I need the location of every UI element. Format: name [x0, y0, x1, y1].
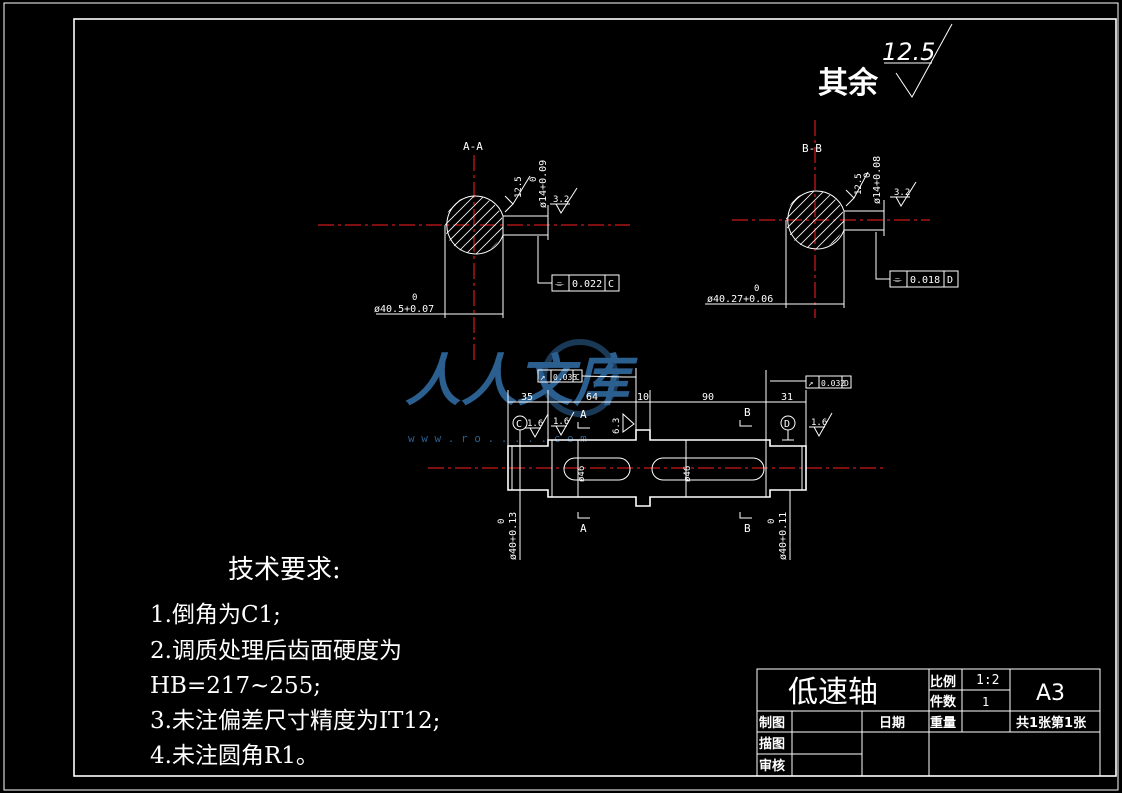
rough-3: 6.3: [612, 418, 622, 434]
tech-req-item-3: HB=217~255;: [150, 673, 321, 699]
tech-req-item-4: 3.未注偏差尺寸精度为IT12;: [150, 708, 440, 734]
runout-left-tol: 0.035: [553, 373, 577, 382]
runout-left-datum: C: [575, 373, 580, 382]
dim-35: 35: [521, 392, 533, 403]
section-bb-label: B-B: [802, 142, 822, 155]
sheet-size: A3: [1036, 681, 1065, 706]
drawn-label: 制图: [759, 715, 785, 731]
cut-b-bottom: B: [744, 522, 751, 535]
datum-d: D: [784, 419, 790, 430]
section-aa-sym-tol: 0.022: [572, 279, 602, 290]
checked-label: 审核: [759, 758, 785, 774]
section-aa: A-A 0 ø40.5+0.07 0 ø14+0.09 12.5 3.2: [318, 140, 630, 362]
dim-64: 64: [586, 392, 598, 403]
section-aa-key-zero: 0: [529, 177, 539, 182]
rough-1: 1.6: [527, 419, 543, 429]
weight-label: 重量: [930, 715, 956, 731]
section-aa-sym-datum: C: [608, 279, 614, 290]
runout-right-datum: D: [844, 379, 849, 388]
surface-note-value: 12.5: [882, 38, 935, 66]
section-bb-sym-datum: D: [947, 275, 953, 286]
traced-label: 描图: [759, 736, 785, 752]
cut-a-top: A: [580, 408, 587, 421]
section-bb: B-B 0 ø40.27+0.06 0 ø14+0.08 12.5 3.2: [705, 120, 959, 318]
qty-value: 1: [982, 695, 989, 709]
section-bb-key-zero: 0: [863, 173, 873, 178]
cut-a-bottom: A: [580, 522, 587, 535]
shaft-main-view: 35 64 10 90 31 ↗ 0.035 C ↗ 0.032 D C D 1…: [428, 368, 885, 560]
tech-req-title: 技术要求:: [228, 555, 341, 585]
section-aa-key-dim: ø14+0.09: [538, 160, 549, 208]
section-bb-key-dim: ø14+0.08: [872, 156, 883, 204]
sheet-count: 共1张第1张: [1016, 715, 1087, 731]
tech-req-item-2: 2.调质处理后齿面硬度为: [150, 638, 402, 664]
outer-border: [3, 2, 1119, 791]
cut-b-top: B: [744, 406, 751, 419]
dim-90: 90: [702, 392, 714, 403]
section-aa-rough-key: 12.5: [514, 176, 524, 198]
watermark-text: 人人文库: [405, 349, 638, 414]
svg-text:↗: ↗: [540, 373, 545, 383]
section-aa-sym-symbol: ⌯: [555, 277, 564, 290]
section-bb-rough-key: 12.5: [854, 173, 864, 195]
date-label: 日期: [879, 716, 905, 731]
dia-left: ø40+0.13: [508, 512, 519, 560]
section-aa-dia-zero: 0: [412, 293, 417, 303]
tech-req-item-5: 4.未注圆角R1。: [150, 743, 319, 769]
section-bb-rough-side: 3.2: [894, 188, 910, 198]
section-bb-sym-tol: 0.018: [910, 275, 940, 286]
section-aa-rough-side: 3.2: [553, 195, 569, 205]
section-bb-sym-symbol: ⌯: [893, 273, 902, 286]
section-bb-dia-zero: 0: [754, 284, 759, 294]
section-aa-dia-dim: ø40.5+0.07: [374, 304, 434, 315]
part-name: 低速轴: [788, 675, 878, 710]
watermark: 人人文库 w w w . r o . . . . . c o m: [405, 339, 638, 445]
svg-text:↗: ↗: [808, 379, 813, 389]
datum-c: C: [516, 419, 522, 430]
rough-4: 1.6: [811, 418, 827, 428]
scale-label: 比例: [930, 674, 956, 690]
section-bb-dia-dim: ø40.27+0.06: [707, 294, 773, 305]
dim-10: 10: [637, 392, 649, 403]
tech-req-item-1: 1.倒角为C1;: [150, 602, 281, 628]
runout-right-tol: 0.032: [821, 379, 845, 388]
qty-label: 件数: [930, 694, 957, 710]
technical-requirements: 技术要求: 1.倒角为C1; 2.调质处理后齿面硬度为 HB=217~255; …: [150, 555, 440, 769]
surface-roughness-note: 其余 12.5: [818, 23, 953, 101]
dia-right: ø40+0.11: [778, 512, 789, 560]
dim-31: 31: [781, 392, 793, 403]
title-block: 低速轴 比例 1:2 件数 1 重量 A3 制图 日期 共1张第1张 描图 审核: [756, 668, 1101, 777]
dia-mid1: ø46: [577, 466, 587, 482]
rough-2: 1.6: [553, 417, 569, 427]
watermark-url: w w w . r o . . . . . c o m: [408, 432, 587, 445]
section-aa-label: A-A: [463, 140, 483, 153]
dia-left-zero: 0: [497, 519, 507, 524]
scale-value: 1:2: [976, 673, 999, 688]
dia-mid2: ø46: [683, 466, 693, 482]
dia-right-zero: 0: [767, 519, 777, 524]
inner-border: [73, 18, 1117, 777]
surface-note-label: 其余: [818, 66, 879, 101]
